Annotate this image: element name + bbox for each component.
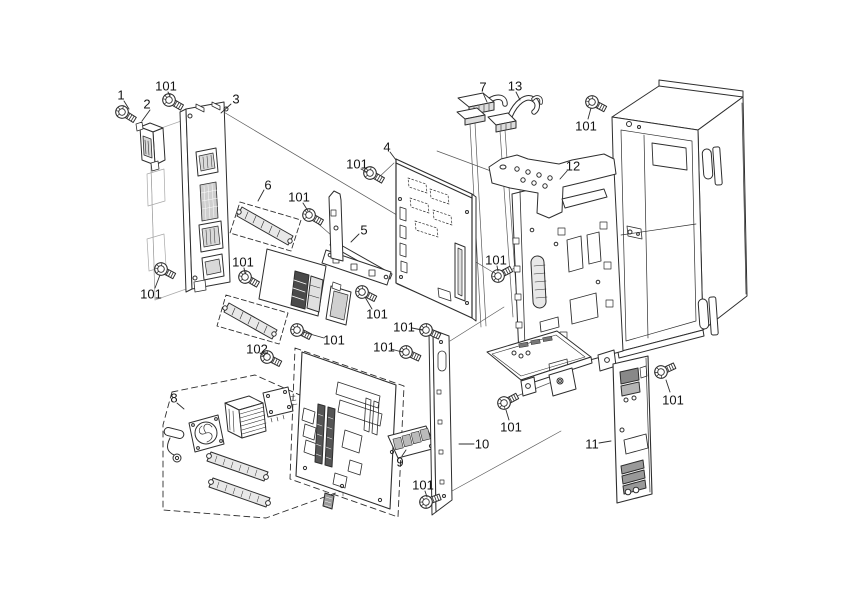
bracket-part-10	[428, 329, 453, 516]
screw-101	[652, 359, 678, 381]
callout-label: 1	[117, 88, 124, 103]
callout-leader-line	[411, 327, 423, 331]
callout-leader-line	[587, 107, 592, 120]
callout-leader-line	[360, 168, 368, 173]
callout-label: 2	[143, 97, 150, 112]
screw-1	[112, 102, 139, 126]
connector-board-part-11	[612, 355, 653, 504]
callout-leader-line	[598, 440, 612, 444]
callout-label: 101	[500, 420, 522, 435]
callout-leader-line	[390, 348, 403, 353]
callout-leader-line	[123, 100, 130, 110]
callout-label: 10	[475, 437, 489, 452]
callout-leader-line	[496, 265, 499, 272]
callout-label: 101	[412, 478, 434, 493]
callout-leader-line	[364, 296, 373, 310]
connector-part-6	[229, 201, 302, 252]
callout-leader-line	[559, 170, 568, 180]
connector-102-box	[216, 294, 289, 345]
callout-leader-line	[220, 103, 232, 114]
callout-label: 12	[566, 159, 580, 174]
callout-label: 101	[393, 320, 415, 335]
callout-label: 101	[155, 79, 177, 94]
assembly-region-part-8	[162, 374, 350, 519]
callout-label: 101	[232, 255, 254, 270]
dsub-connector-part-2	[135, 121, 166, 172]
rear-enclosure	[611, 79, 748, 359]
callout-label: 101	[373, 340, 395, 355]
callout-leader-line	[665, 379, 671, 393]
rear-panel-part-3	[179, 101, 231, 293]
callout-leader-line	[141, 109, 151, 122]
callout-label: 101	[366, 307, 388, 322]
callout-label: 101	[140, 287, 162, 302]
callout-label: 101	[485, 253, 507, 268]
callout-label: 9	[396, 455, 403, 470]
main-board-assembly	[289, 347, 405, 518]
connector-board-part-9	[387, 425, 437, 459]
callout-leader-line	[515, 91, 521, 101]
callout-leader-line	[302, 331, 325, 339]
screw-101	[159, 90, 186, 114]
controller-board-part-4	[395, 158, 477, 322]
callout-label: 7	[479, 80, 486, 95]
callout-label: 102	[246, 342, 268, 357]
callout-leader-line	[302, 202, 309, 212]
callout-label: 8	[170, 391, 177, 406]
callout-label: 101	[346, 157, 368, 172]
screw-101	[287, 320, 314, 343]
callout-leader-line	[243, 267, 246, 274]
callout-label: 5	[360, 223, 367, 238]
callout-label: 3	[232, 92, 239, 107]
connector-modules	[258, 248, 352, 326]
callout-label: 11	[585, 437, 599, 452]
callout-label: 4	[383, 140, 390, 155]
screw-101	[299, 205, 326, 229]
callout-leader-line	[350, 233, 360, 243]
callout-leader-line	[257, 189, 265, 202]
callout-leader-line	[389, 151, 397, 161]
screw-101	[151, 259, 178, 283]
screw-101	[352, 282, 379, 305]
callout-label: 101	[575, 119, 597, 134]
screw-101	[397, 343, 423, 365]
callout-label: 13	[508, 79, 522, 94]
callout-label: 101	[662, 393, 684, 408]
callout-leader-line	[154, 274, 161, 289]
callout-leader-line	[167, 91, 171, 97]
screw-101	[582, 92, 609, 116]
callout-label: 6	[264, 178, 271, 193]
callout-leader-line	[482, 92, 488, 103]
sub-frame-bracket	[328, 190, 344, 262]
callout-leader-line	[401, 449, 407, 457]
frame-assembly-part-12	[486, 153, 624, 397]
callout-leader-line	[176, 402, 185, 410]
callout-leader-line	[505, 409, 510, 421]
callout-label: 101	[323, 333, 345, 348]
callout-leader-line	[259, 352, 265, 357]
screw-101	[235, 267, 262, 291]
callout-label: 101	[288, 190, 310, 205]
screw-101	[494, 389, 521, 413]
callout-leader-line	[424, 490, 428, 498]
cable-part-13	[487, 95, 543, 133]
